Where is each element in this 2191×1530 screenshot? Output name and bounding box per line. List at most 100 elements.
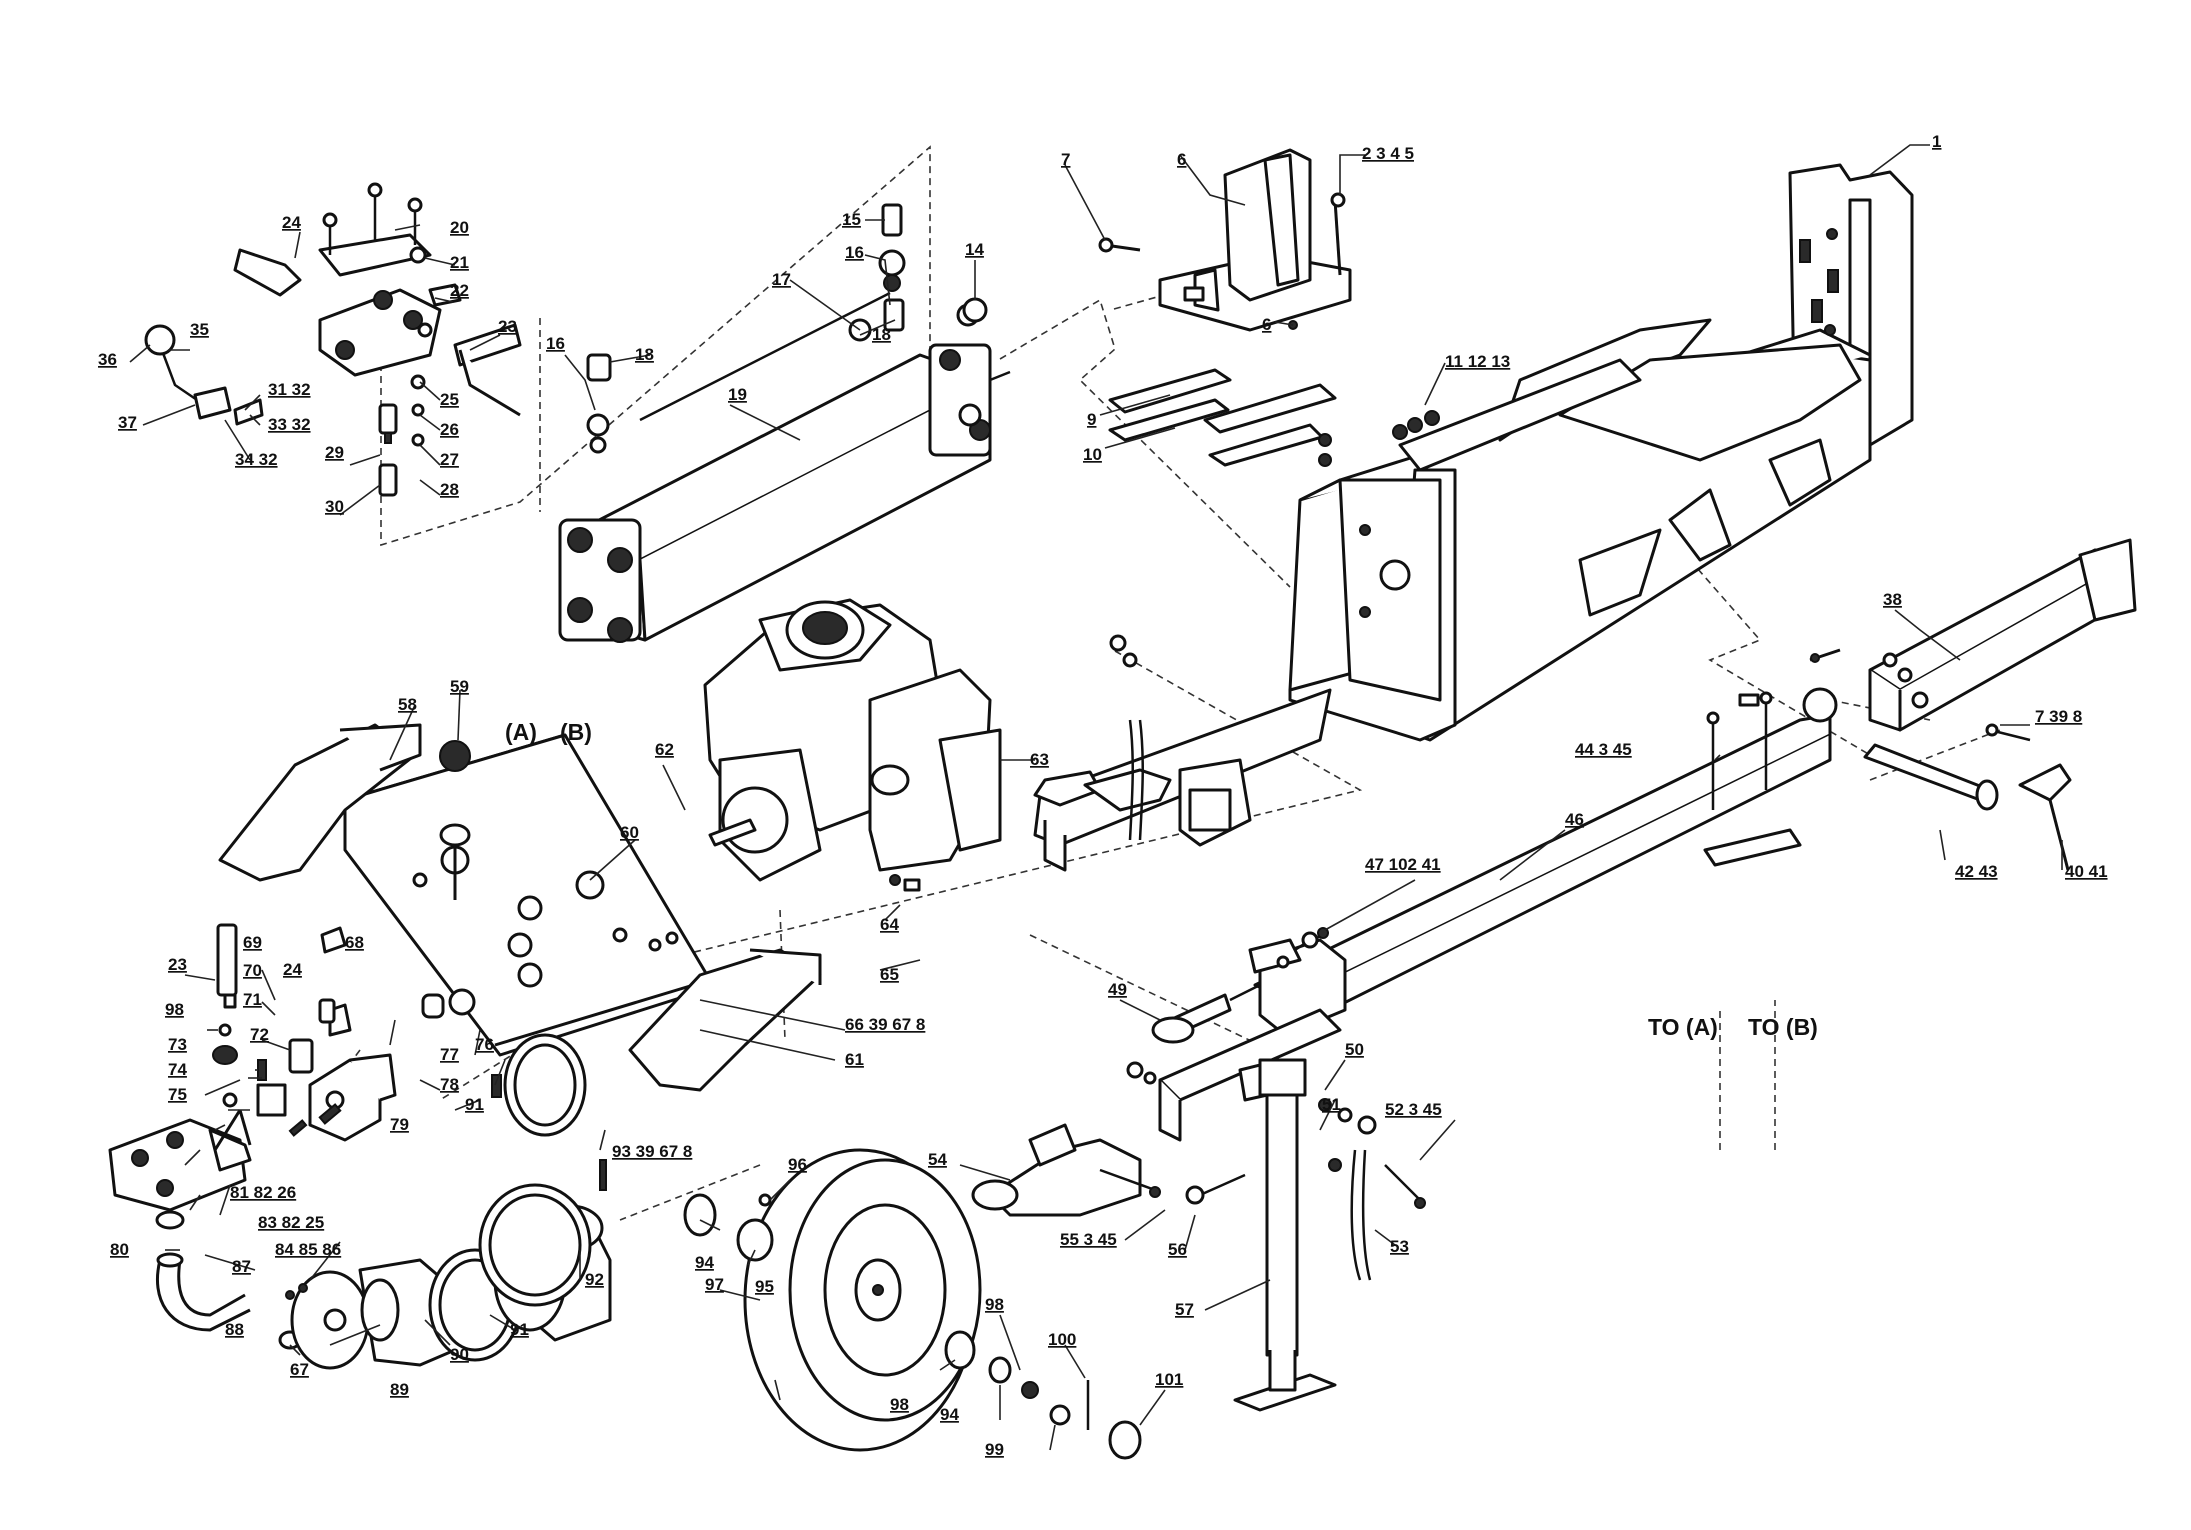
- callout-19: 19: [728, 385, 747, 404]
- callout-100: 100: [1048, 1330, 1076, 1349]
- callout-91b: 91: [465, 1095, 484, 1114]
- hydraulic-pump: [108, 1118, 252, 1212]
- callout-70: 70: [243, 961, 262, 980]
- callout-81-82-26: 81 82 26: [230, 1183, 296, 1202]
- wedge-plate: [1098, 148, 1352, 332]
- callout-72: 72: [250, 1025, 269, 1044]
- ref-b-label: (B): [560, 719, 592, 745]
- callout-16: 16: [845, 243, 864, 262]
- callout-10: 10: [1083, 445, 1102, 464]
- callout-6b: 6: [1262, 315, 1271, 334]
- callout-97: 97: [705, 1275, 724, 1294]
- fender-guard-61: [628, 948, 822, 1092]
- callout-34-32: 34 32: [235, 450, 278, 469]
- callout-66-39-67-8: 66 39 67 8: [845, 1015, 925, 1034]
- callout-101: 101: [1155, 1370, 1183, 1389]
- callout-51: 51: [1322, 1095, 1341, 1114]
- callout-35: 35: [190, 320, 209, 339]
- callout-71: 71: [243, 990, 262, 1009]
- strap-plates: [1108, 368, 1337, 467]
- callout-59: 59: [450, 677, 469, 696]
- callout-62: 62: [655, 740, 674, 759]
- callout-11-12-13: 11 12 13: [1445, 352, 1510, 371]
- callout-14: 14: [965, 240, 984, 259]
- callout-33-32: 33 32: [268, 415, 311, 434]
- callout-87: 87: [232, 1257, 251, 1276]
- callout-7: 7: [1061, 150, 1070, 169]
- callout-69: 69: [243, 933, 262, 952]
- reference-labels: (A) (B) TO (A) TO (B): [505, 719, 1818, 1040]
- callout-24b: 24: [283, 960, 302, 979]
- callout-26: 26: [440, 420, 459, 439]
- callout-29: 29: [325, 443, 344, 462]
- engine: [703, 598, 1002, 892]
- callout-77: 77: [440, 1045, 459, 1064]
- callout-7-39-8: 7 39 8: [2035, 707, 2082, 726]
- callout-76: 76: [475, 1035, 494, 1054]
- callout-65: 65: [880, 965, 899, 984]
- extension-tube: [1738, 538, 2137, 732]
- frame-tank: [343, 733, 712, 1057]
- ref-to-b-label: TO (B): [1748, 1014, 1818, 1040]
- callout-92: 92: [585, 1270, 604, 1289]
- beam-rail: [1033, 688, 1332, 872]
- callout-93-39-67-8: 93 39 67 8: [612, 1142, 692, 1161]
- callout-94: 94: [695, 1253, 714, 1272]
- callout-78: 78: [440, 1075, 459, 1094]
- callout-38: 38: [1883, 590, 1902, 609]
- callout-68: 68: [345, 933, 364, 952]
- callout-23b: 23: [168, 955, 187, 974]
- callout-46: 46: [1565, 810, 1584, 829]
- callout-42-43: 42 43: [1955, 862, 1998, 881]
- callout-18: 18: [872, 325, 891, 344]
- callout-80: 80: [110, 1240, 129, 1259]
- callout-6: 6: [1177, 150, 1186, 169]
- callout-1: 1: [1932, 132, 1941, 151]
- callout-83-82-25: 83 82 25: [258, 1213, 324, 1232]
- callout-37: 37: [118, 413, 137, 432]
- callout-63: 63: [1030, 750, 1049, 769]
- callout-89: 89: [390, 1380, 409, 1399]
- pin-49-spring-47: [1126, 927, 1353, 1172]
- callout-90: 90: [450, 1345, 469, 1364]
- ref-a-label: (A): [505, 719, 537, 745]
- pin-and-clip: [1863, 723, 2072, 871]
- callout-numbers: 1 2 3 4 5 6 6 7 9 10 11 12 13 14 15 16 1…: [98, 132, 2108, 1459]
- callout-79: 79: [390, 1115, 409, 1134]
- leader-lines: [129, 144, 2063, 1451]
- callout-50: 50: [1345, 1040, 1364, 1059]
- tongue-and-jack: [1158, 687, 1838, 1412]
- pump-fittings: [212, 923, 607, 1191]
- ref-to-a-label: TO (A): [1648, 1014, 1718, 1040]
- callout-24: 24: [282, 213, 301, 232]
- callout-44-3-45: 44 3 45: [1575, 740, 1632, 759]
- callout-75: 75: [168, 1085, 187, 1104]
- callout-25: 25: [440, 390, 459, 409]
- callout-53: 53: [1390, 1237, 1409, 1256]
- callout-60: 60: [620, 823, 639, 842]
- callout-96: 96: [788, 1155, 807, 1174]
- callout-54: 54: [928, 1150, 947, 1169]
- control-valve: [144, 182, 522, 497]
- callout-57: 57: [1175, 1300, 1194, 1319]
- wheel: [683, 1148, 1142, 1460]
- callout-30: 30: [325, 497, 344, 516]
- callout-23: 23: [498, 317, 517, 336]
- callout-55-3-45: 55 3 45: [1060, 1230, 1117, 1249]
- hardware-11-12-13: [1318, 410, 1440, 467]
- callout-56: 56: [1168, 1240, 1187, 1259]
- callout-28: 28: [440, 480, 459, 499]
- callout-98: 98: [890, 1395, 909, 1414]
- hydraulic-cylinder: [558, 203, 1011, 643]
- callout-58: 58: [398, 695, 417, 714]
- callout-61: 61: [845, 1050, 864, 1069]
- callout-49: 49: [1108, 980, 1127, 999]
- callout-95: 95: [755, 1277, 774, 1296]
- callout-27: 27: [440, 450, 459, 469]
- callout-91: 91: [510, 1320, 529, 1339]
- callout-2-3-4-5: 2 3 4 5: [1362, 144, 1414, 163]
- callout-17: 17: [772, 270, 791, 289]
- callout-16b: 16: [546, 334, 565, 353]
- coupler-79: [308, 1053, 397, 1142]
